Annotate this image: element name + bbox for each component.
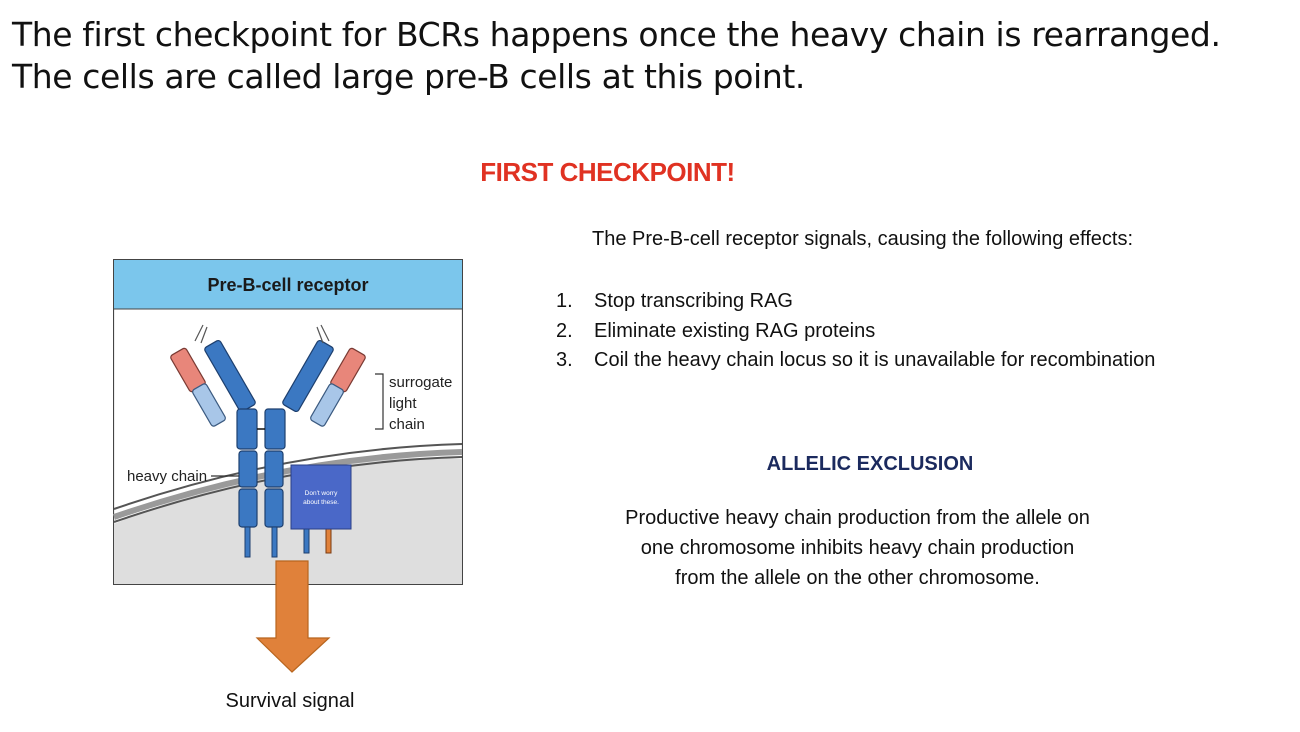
pre-b-cell-receptor-figure: Pre-B-cell receptor <box>113 259 463 585</box>
surrogate-light-chain-left <box>170 324 226 427</box>
title-line-2: The cells are called large pre-B cells a… <box>12 57 805 96</box>
heavy-chain-label: heavy chain <box>127 468 207 485</box>
allelic-exclusion-heading: ALLELIC EXCLUSION <box>766 453 974 475</box>
surrogate-light-chain-right <box>310 324 366 427</box>
heavy-chain-stem <box>238 450 284 558</box>
note-line-2: about these. <box>303 499 339 506</box>
list-item-number: 1. <box>556 290 573 312</box>
survival-signal-label: Survival signal <box>225 690 355 712</box>
list-item-number: 3. <box>556 349 573 371</box>
note-box <box>290 464 352 530</box>
slide-title: The first checkpoint for BCRs happens on… <box>12 14 1221 98</box>
heavy-chain-left-arm <box>204 339 258 450</box>
surrogate-bracket <box>375 373 384 430</box>
surrogate-label-line-2: light <box>389 395 417 412</box>
surrogate-label-line-1: surrogate <box>389 374 452 391</box>
list-item-text: Eliminate existing RAG proteins <box>594 319 876 342</box>
allelic-text-line-1: Productive heavy chain production from t… <box>625 507 1090 529</box>
membrane-outer <box>113 443 463 510</box>
effects-intro: The Pre-B-cell receptor signals, causing… <box>592 228 1134 250</box>
figure-header: Pre-B-cell receptor <box>207 275 368 295</box>
allelic-text-line-3: from the allele on the other chromosome. <box>675 567 1040 589</box>
allelic-exclusion-text: Productive heavy chain production from t… <box>575 503 1140 593</box>
figure-header-band <box>114 260 462 309</box>
checkpoint-heading: FIRST CHECKPOINT! <box>480 157 735 187</box>
list-item: 2. Eliminate existing RAG proteins <box>556 317 1155 347</box>
cytoplasm <box>114 457 462 584</box>
list-item-text: Coil the heavy chain locus so it is unav… <box>594 349 1156 371</box>
heavy-chain-right-arm <box>264 339 334 450</box>
list-item-text: Stop transcribing RAG <box>594 290 793 312</box>
note-line-1: Don't worry <box>305 490 338 497</box>
allelic-text-line-2: one chromosome inhibits heavy chain prod… <box>640 537 1075 559</box>
membrane-inner <box>113 456 463 523</box>
ig-beta-tail <box>303 526 310 554</box>
list-item: 3. Coil the heavy chain locus so it is u… <box>556 346 1155 376</box>
effects-list: 1. Stop transcribing RAG 2. Eliminate ex… <box>556 287 1155 376</box>
membrane-band <box>113 449 463 520</box>
list-item: 1. Stop transcribing RAG <box>556 287 1155 317</box>
ig-alpha-tail <box>325 526 332 554</box>
survival-arrow <box>255 560 331 673</box>
list-item-number: 2. <box>556 319 573 342</box>
title-line-1: The first checkpoint for BCRs happens on… <box>12 15 1221 54</box>
surrogate-label-line-3: chain <box>389 416 425 433</box>
